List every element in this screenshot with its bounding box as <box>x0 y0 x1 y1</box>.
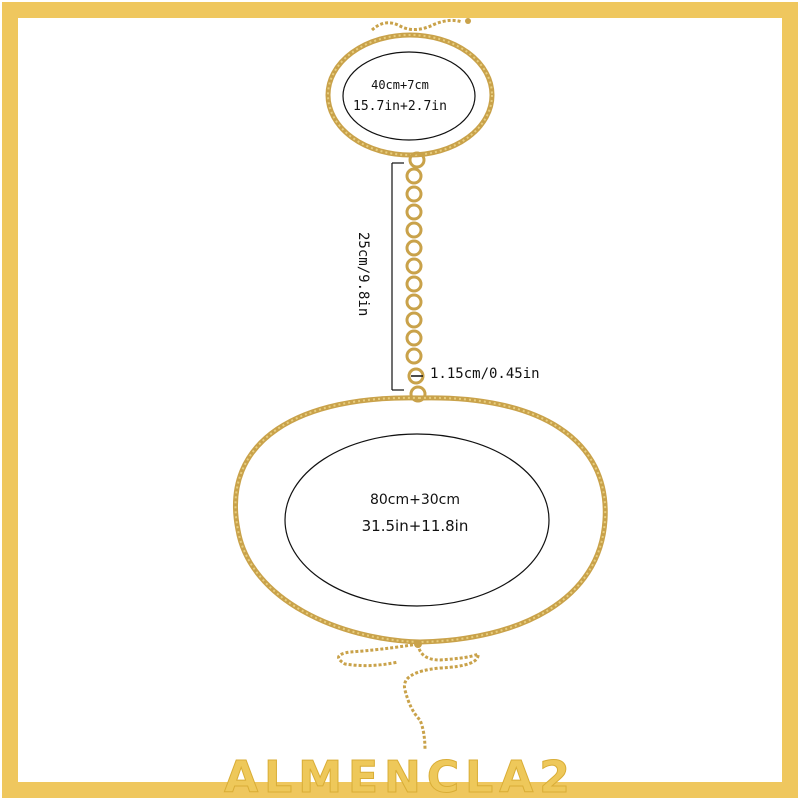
link-size-label: 1.15cm/0.45in <box>430 366 540 382</box>
length-bracket <box>391 162 404 391</box>
waist-extender-chain <box>402 643 480 751</box>
neck-chain-loop <box>325 32 495 158</box>
neck-size-outline <box>342 51 476 141</box>
waist-size-outline <box>284 433 550 607</box>
neck-size-in: 15.7in+2.7in <box>353 99 447 114</box>
drop-length-label: 25cm/9.8in <box>355 232 371 317</box>
waist-extender-tail <box>337 642 419 668</box>
neck-extender-chain <box>370 18 463 32</box>
waist-size-in: 31.5in+11.8in <box>361 517 469 535</box>
ring-link-chain <box>405 151 427 403</box>
neck-size-cm: 40cm+7cm <box>371 78 429 92</box>
brand-watermark: ALMENCLA2 <box>224 752 576 803</box>
waist-size-cm: 80cm+30cm <box>369 492 461 508</box>
